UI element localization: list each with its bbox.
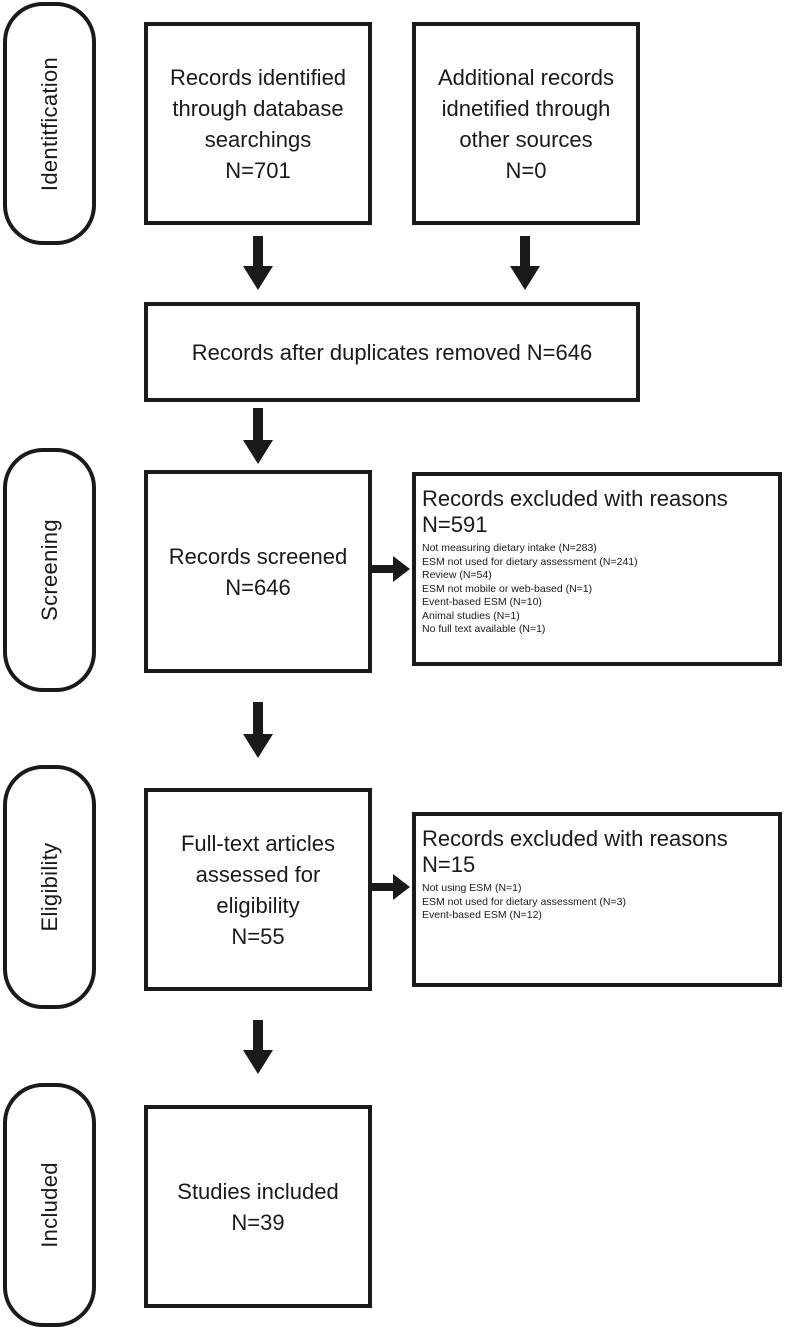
- additional-line-3: other sources: [459, 126, 593, 152]
- screened-line-1: Records screened: [168, 543, 348, 569]
- fulltext-count: N=55: [231, 923, 285, 949]
- eligibility-excluded-count: N=15: [422, 852, 476, 877]
- fulltext-line-1: Full-text articles: [180, 830, 336, 856]
- included-count: N=39: [231, 1209, 285, 1235]
- identified-count: N=701: [225, 157, 291, 183]
- screening-reason: ESM not used for dietary assessment (N=2…: [422, 555, 638, 568]
- fulltext-line-3: eligibility: [216, 892, 300, 918]
- eligibility-excluded-title: Records excluded with reasons: [422, 826, 728, 851]
- arrow-right-icon: [372, 556, 410, 582]
- additional-records-box: Additional records idnetified through ot…: [412, 22, 640, 225]
- screening-excluded-title: Records excluded with reasons: [422, 486, 728, 511]
- eligibility-reason: Event-based ESM (N=12): [422, 909, 542, 921]
- eligibility-reason: ESM not used for dietary assessment (N=3…: [422, 895, 626, 908]
- included-line-1: Studies included: [177, 1178, 339, 1204]
- fulltext-articles-box: Full-text articles assessed for eligibil…: [144, 788, 372, 991]
- screening-reason: Animal studies (N=1): [422, 609, 520, 622]
- deduplicated-text: Records after duplicates removed N=646: [191, 339, 593, 365]
- phase-identification: Identitfication: [3, 2, 96, 245]
- screening-reason: Not measuring dietary intake (N=283): [422, 542, 597, 554]
- screened-records-box: Records screened N=646: [144, 470, 372, 673]
- screening-excluded-box: Records excluded with reasons N=591 Not …: [412, 472, 782, 666]
- screening-excluded-count: N=591: [422, 512, 488, 537]
- arrow-down-icon: [243, 236, 273, 290]
- identified-line-2: through database: [172, 95, 344, 121]
- phase-eligibility: Eligibility: [3, 765, 96, 1009]
- fulltext-line-2: assessed for: [195, 861, 321, 887]
- arrow-down-icon: [243, 1020, 273, 1074]
- screened-count: N=646: [225, 574, 291, 600]
- screening-reason: No full text available (N=1): [422, 623, 546, 635]
- additional-line-1: Additional records: [437, 64, 615, 90]
- screening-reason: Event-based ESM (N=10): [422, 596, 542, 608]
- identified-records-box: Records identified through database sear…: [144, 22, 372, 225]
- phase-screening: Screening: [3, 448, 96, 692]
- phase-included: Included: [3, 1083, 96, 1327]
- arrow-down-icon: [510, 236, 540, 290]
- studies-included-box: Studies included N=39: [144, 1105, 372, 1308]
- identified-line-1: Records identified: [169, 64, 347, 90]
- identified-line-3: searchings: [204, 126, 312, 152]
- eligibility-excluded-box: Records excluded with reasons N=15 Not u…: [412, 812, 782, 987]
- screening-reason: Review (N=54): [422, 569, 492, 581]
- arrow-right-icon: [372, 874, 410, 900]
- deduplicated-records-box: Records after duplicates removed N=646: [144, 302, 640, 402]
- eligibility-reason: Not using ESM (N=1): [422, 882, 522, 894]
- additional-count: N=0: [505, 157, 547, 183]
- arrow-down-icon: [243, 702, 273, 758]
- arrow-down-icon: [243, 408, 273, 464]
- screening-reason: ESM not mobile or web-based (N=1): [422, 582, 593, 595]
- additional-line-2: idnetified through: [441, 95, 611, 121]
